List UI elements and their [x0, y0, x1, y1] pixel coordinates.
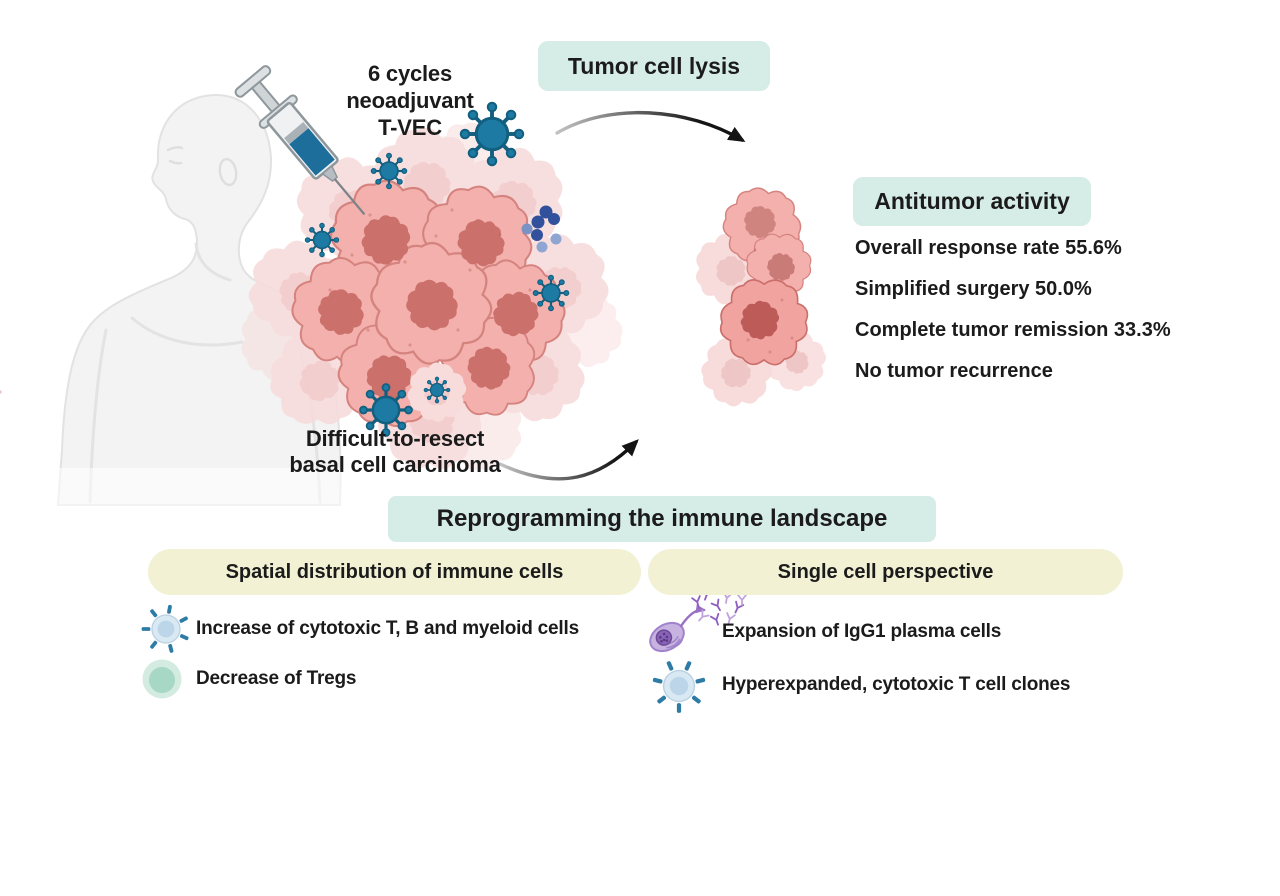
treg-cell-icon [142, 659, 182, 699]
syringe-icon [234, 65, 366, 216]
injection-line: neoadjuvant [346, 88, 474, 113]
stat-overall-response: Overall response rate 55.6% [855, 237, 1122, 259]
spatial-panel-banner: Spatial distribution of immune cells [148, 549, 641, 595]
single-cell-item-tcell: Hyperexpanded, cytotoxic T cell clones [722, 674, 1071, 695]
antitumor-activity-box: Antitumor activity [853, 177, 1091, 226]
spatial-item-tregs: Decrease of Tregs [196, 668, 357, 689]
stat-no-recurrence: No tumor recurrence [855, 360, 1053, 382]
primary-tumor-caption: Difficult-to-resect basal cell carcinoma [288, 426, 502, 478]
caption-line: basal cell carcinoma [289, 452, 501, 477]
injection-label: 6 cycles neoadjuvant T-VEC [328, 60, 492, 141]
primary-tumor-illustration [0, 111, 629, 489]
caption-line: Difficult-to-resect [305, 426, 485, 451]
arrow-reprogramming [498, 439, 639, 481]
silhouette-fade [40, 468, 360, 508]
immune-dot-cluster [521, 205, 562, 253]
arrow-tumor-lysis [555, 110, 746, 143]
cytotoxic-cell-icon [140, 603, 190, 654]
tumor-cell-lysis-box: Tumor cell lysis [538, 41, 770, 91]
single-cell-item-plasma: Expansion of IgG1 plasma cells [722, 621, 1002, 642]
antitumor-stats: Overall response rate 55.6% Simplified s… [855, 228, 1171, 392]
t-cell-clone-icon [645, 652, 711, 719]
stat-complete-remission: Complete tumor remission 33.3% [855, 319, 1171, 341]
injection-line: T-VEC [378, 115, 442, 140]
plasma-cell-icon [649, 604, 706, 653]
injection-line: 6 cycles [367, 61, 453, 86]
stat-simplified-surgery: Simplified surgery 50.0% [855, 278, 1092, 300]
reprogramming-banner: Reprogramming the immune landscape [388, 496, 936, 542]
residual-tumor-illustration [688, 182, 838, 420]
single-cell-panel-banner: Single cell perspective [648, 549, 1123, 595]
spatial-item-cytotoxic: Increase of cytotoxic T, B and myeloid c… [196, 618, 579, 639]
